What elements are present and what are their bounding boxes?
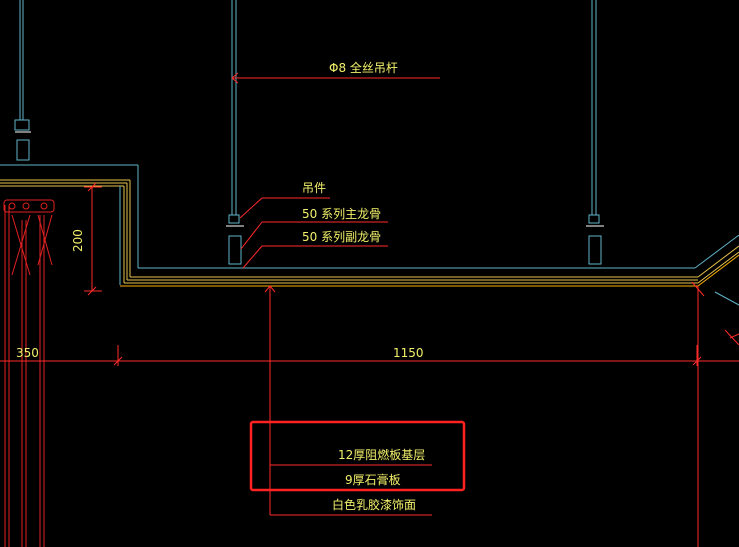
main-hanger-rods [231, 0, 597, 215]
left-hanger-assembly [14, 0, 31, 161]
dim-text-200: 200 [71, 229, 85, 252]
ceiling-plane [120, 234, 739, 306]
hanger-fitting-right [586, 214, 604, 265]
dim-text-1150: 1150 [393, 346, 424, 360]
label-board-base: 12厚阻燃板基层 [338, 447, 425, 462]
highlight-box[interactable] [249, 420, 466, 492]
label-main-keel: 50 系列主龙骨 [302, 207, 381, 221]
label-hanger: 吊件 [302, 181, 326, 195]
label-hanger-rod: Φ8 全丝吊杆 [329, 60, 398, 75]
left-wall-elements [3, 199, 55, 547]
left-ceiling-box [0, 164, 139, 285]
label-sub-keel: 50 系列副龙骨 [302, 230, 381, 244]
hanger-fitting-left [226, 214, 244, 265]
label-finish: 白色乳胶漆饰面 [332, 497, 416, 512]
dimension-lines [0, 72, 739, 547]
dim-text-350: 350 [16, 346, 39, 360]
label-gypsum: 9厚石膏板 [345, 472, 401, 487]
